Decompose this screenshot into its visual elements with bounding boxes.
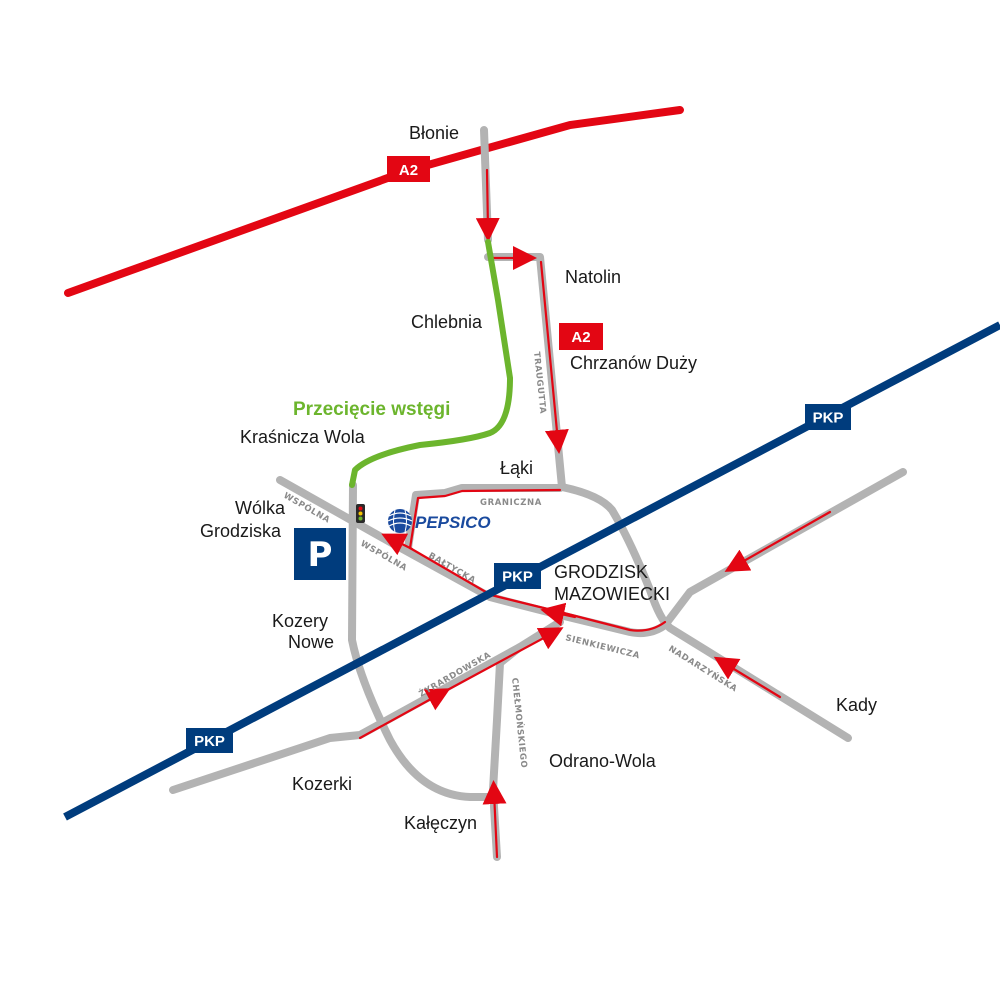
svg-text:PKP: PKP (813, 410, 844, 427)
ribbon-route (349, 239, 513, 488)
place-kaleczyn: Kałęczyn (404, 813, 477, 833)
place-kozery-2: Nowe (288, 632, 334, 652)
route-zyrardowska (358, 688, 451, 740)
place-odrano: Odrano-Wola (549, 751, 657, 771)
route-kady (713, 656, 782, 699)
a2-badge-top: A2 (387, 156, 430, 182)
place-kozerki: Kozerki (292, 774, 352, 794)
place-kady: Kady (836, 695, 877, 715)
place-labels: Błonie Natolin Chlebnia Chrzanów Duży Kr… (200, 123, 877, 833)
route-blonie (475, 168, 500, 242)
route-baltycka-arrow (381, 533, 414, 556)
a2-motorway (64, 106, 684, 297)
place-wolka-1: Wólka (235, 498, 286, 518)
road-graniczna (404, 484, 564, 552)
pkp-badge-left: PKP (186, 728, 233, 753)
road-east-northeast (661, 468, 907, 629)
route-baltycka (408, 546, 667, 632)
svg-text:A2: A2 (571, 329, 590, 346)
place-laki: Łąki (500, 458, 533, 478)
svg-text:A2: A2 (399, 162, 418, 179)
route-zyrardowska-2 (438, 627, 564, 696)
place-natolin: Natolin (565, 267, 621, 287)
street-sienkiewicza: SIENKIEWICZA (564, 633, 641, 661)
svg-text:PKP: PKP (194, 733, 225, 750)
ribbon-label: Przecięcie wstęgi (293, 399, 450, 420)
road-kozerki-zyrardowska (169, 618, 564, 794)
place-chlebnia: Chlebnia (411, 312, 483, 332)
svg-text:PKP: PKP (502, 569, 533, 586)
svg-text:PEPSICO: PEPSICO (415, 513, 491, 532)
street-traugutta: TRAUGUTTA (531, 351, 547, 414)
route-traugutta (539, 260, 569, 454)
svg-text:P: P (308, 535, 333, 575)
place-chrzanow: Chrzanów Duży (570, 353, 697, 373)
route-northeast (724, 510, 832, 572)
street-zyrardowska: ŻYRARDOWSKA (417, 649, 493, 699)
local-roads (169, 126, 907, 861)
pepsico-logo: PEPSICO (387, 509, 491, 533)
pepsico-globe-icon (387, 509, 413, 533)
pkp-badge-center: PKP (494, 563, 541, 589)
pkp-badge-right: PKP (805, 404, 851, 430)
road-kady-east (558, 483, 852, 742)
place-kozery-1: Kozery (272, 611, 328, 631)
a2-badge-right: A2 (559, 323, 603, 350)
traffic-light-icon (356, 504, 365, 523)
place-grodzisk-1: GRODZISK (554, 562, 648, 582)
street-chelmonskiego: CHEŁMOŃSKIEGO (509, 677, 530, 769)
place-krasnicza: Kraśnicza Wola (240, 427, 366, 447)
route-lines (358, 168, 832, 859)
route-kaleczyn (482, 780, 507, 859)
place-blonie: Błonie (409, 123, 459, 143)
route-graniczna (408, 488, 562, 550)
parking-sign: P (294, 528, 346, 580)
route-sienkiewicza-arrow (540, 602, 577, 627)
place-wolka-2: Grodziska (200, 521, 282, 541)
street-graniczna: GRANICZNA (480, 498, 542, 508)
place-grodzisk-2: MAZOWIECKI (554, 584, 670, 604)
